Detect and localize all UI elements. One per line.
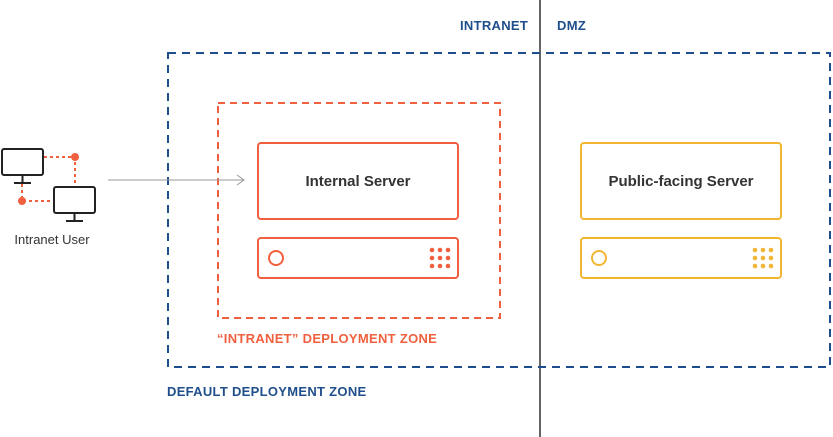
intranet-deployment-zone-border: [217, 102, 501, 319]
internal-server-title: Internal Server: [305, 173, 411, 190]
default-deployment-zone-border: [167, 52, 831, 368]
public-server-rack-icon: [580, 237, 782, 279]
networked-computers-icon: [1, 148, 96, 222]
public-server-title: Public-facing Server: [608, 173, 754, 190]
user-to-internal-server-arrow: [108, 174, 245, 186]
intranet-column-header: INTRANET: [460, 18, 529, 33]
default-deployment-zone-label: DEFAULT DEPLOYMENT ZONE: [167, 384, 367, 399]
intranet-user-label: Intranet User: [14, 232, 90, 247]
internal-server-rack-icon: [257, 237, 459, 279]
internal-server-box: [257, 142, 459, 220]
public-server-box: [580, 142, 782, 220]
dmz-column-header: DMZ: [557, 18, 587, 33]
intranet-deployment-zone-label: “INTRANET” DEPLOYMENT ZONE: [217, 331, 438, 346]
